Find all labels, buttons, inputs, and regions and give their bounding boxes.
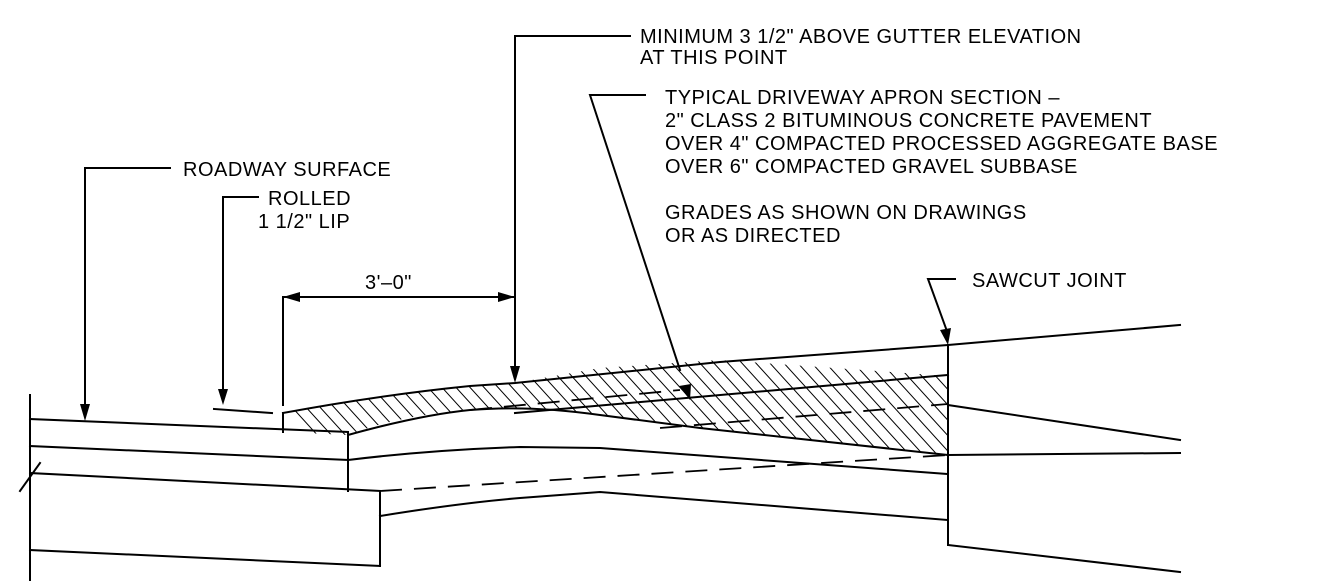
hatch-line (939, 360, 948, 455)
hatch-line (407, 360, 509, 455)
break-line (18, 394, 42, 581)
typical-label-line1: TYPICAL DRIVEWAY APRON SECTION – (665, 87, 1060, 109)
typical-label-line3: OVER 4" COMPACTED PROCESSED AGGREGATE BA… (665, 133, 1218, 155)
hatch-line (954, 350, 1054, 460)
leader-sawcut (926, 278, 956, 345)
hatch-line (968, 350, 1068, 460)
rolled-label-line2: 1 1/2" LIP (258, 211, 350, 233)
roadway-surface-label: ROADWAY SURFACE (183, 159, 391, 181)
leader-rolled (218, 196, 259, 405)
hatch-line (743, 360, 845, 455)
hatch-line (799, 360, 901, 455)
grades-label-line2: OR AS DIRECTED (665, 225, 841, 247)
leader-minimum (510, 35, 631, 383)
hatch-line (996, 350, 1096, 460)
leader-roadway (80, 167, 171, 421)
dimension-label: 3'–0" (365, 272, 412, 294)
sawcut-joint-label: SAWCUT JOINT (972, 270, 1127, 292)
dashed-grade-lines (379, 389, 949, 492)
minimum-label-line1: MINIMUM 3 1/2" ABOVE GUTTER ELEVATION (640, 26, 1082, 48)
grades-label-line1: GRADES AS SHOWN ON DRAWINGS (665, 202, 1027, 224)
hatch-line (295, 360, 397, 455)
hatch-line (393, 360, 495, 455)
typical-label-line4: OVER 6" COMPACTED GRAVEL SUBBASE (665, 156, 1078, 178)
hatch-line (785, 360, 887, 455)
hatch-line (757, 360, 859, 455)
hatch-line (813, 360, 915, 455)
hatch-line (982, 350, 1082, 460)
apron-surfaces (281, 323, 1182, 574)
hatch-line (477, 360, 579, 455)
dimension-3ft (282, 292, 516, 406)
hatch-line (421, 360, 523, 455)
hatch-line (491, 360, 593, 455)
hatch-line (379, 360, 481, 455)
hatch-line (729, 360, 831, 455)
rolled-label-line1: ROLLED (268, 188, 351, 210)
typical-label-line2: 2" CLASS 2 BITUMINOUS CONCRETE PAVEMENT (665, 110, 1152, 132)
hatch-line (365, 360, 467, 455)
hatch-line (351, 360, 453, 455)
lip-marker (212, 407, 274, 415)
hatch-line (283, 360, 383, 455)
hatch-line (771, 360, 873, 455)
hatch-line (283, 360, 355, 455)
leader-typical (588, 94, 691, 400)
hatch-line (323, 360, 425, 455)
hatch-line (337, 360, 439, 455)
hatch-line (533, 360, 635, 455)
roadway-layers (28, 412, 382, 568)
hatch-line (449, 360, 551, 455)
minimum-label-line2: AT THIS POINT (640, 47, 788, 69)
